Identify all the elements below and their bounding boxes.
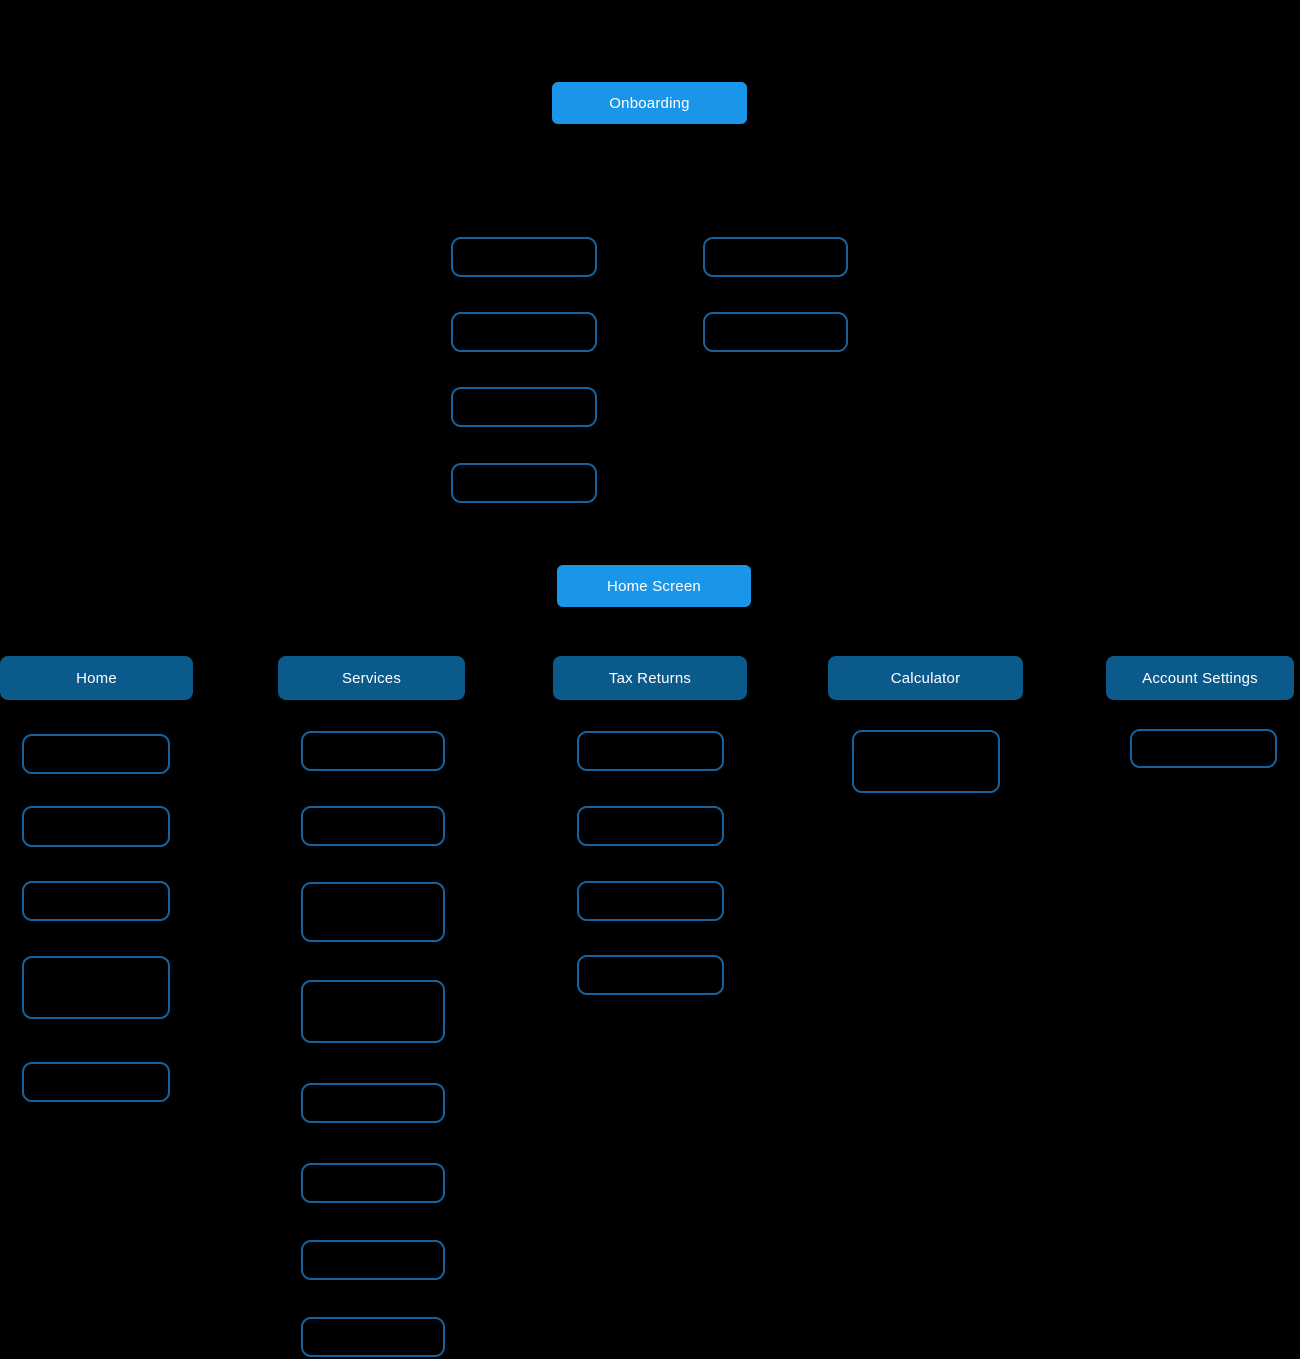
onboarding-node[interactable]: Onboarding [552, 82, 747, 124]
onboarding-child-node[interactable] [703, 312, 848, 352]
services-child-node[interactable] [301, 1240, 445, 1280]
services-child-node[interactable] [301, 882, 445, 942]
section-header-tax-returns[interactable]: Tax Returns [553, 656, 747, 700]
onboarding-child-node[interactable] [703, 237, 848, 277]
tax-returns-child-node[interactable] [577, 881, 724, 921]
onboarding-child-node[interactable] [451, 237, 597, 277]
section-header-calculator[interactable]: Calculator [828, 656, 1023, 700]
services-child-node[interactable] [301, 1083, 445, 1123]
services-child-node[interactable] [301, 806, 445, 846]
home-child-node[interactable] [22, 956, 170, 1019]
section-header-home[interactable]: Home [0, 656, 193, 700]
tax-returns-child-node[interactable] [577, 955, 724, 995]
section-header-account-settings[interactable]: Account Settings [1106, 656, 1294, 700]
section-header-services[interactable]: Services [278, 656, 465, 700]
onboarding-child-node[interactable] [451, 463, 597, 503]
tax-returns-child-node[interactable] [577, 806, 724, 846]
calculator-child-node[interactable] [852, 730, 1000, 793]
home-child-node[interactable] [22, 881, 170, 921]
services-child-node[interactable] [301, 1163, 445, 1203]
home-child-node[interactable] [22, 734, 170, 774]
home-screen-node[interactable]: Home Screen [557, 565, 751, 607]
services-child-node[interactable] [301, 1317, 445, 1357]
services-child-node[interactable] [301, 731, 445, 771]
onboarding-child-node[interactable] [451, 387, 597, 427]
services-child-node[interactable] [301, 980, 445, 1043]
home-child-node[interactable] [22, 1062, 170, 1102]
account-settings-child-node[interactable] [1130, 729, 1277, 768]
tax-returns-child-node[interactable] [577, 731, 724, 771]
home-child-node[interactable] [22, 806, 170, 847]
onboarding-child-node[interactable] [451, 312, 597, 352]
